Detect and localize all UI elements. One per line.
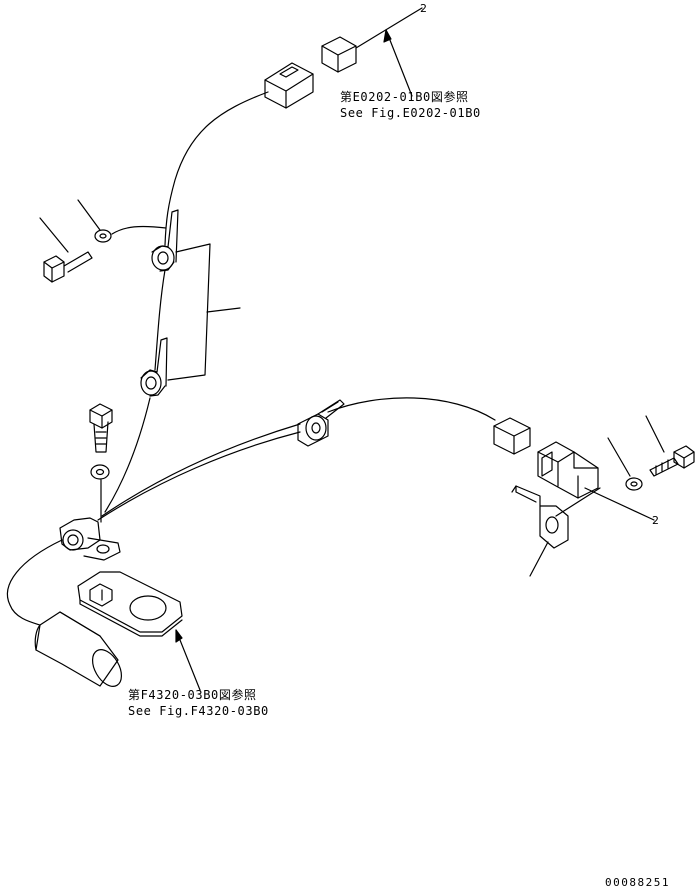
bolt-right xyxy=(649,445,695,477)
wire-bracket-to-connector xyxy=(555,487,601,517)
leader-bottom-arrow xyxy=(175,629,183,643)
bolt-upper xyxy=(43,251,93,283)
harness-long-right-2 xyxy=(101,423,301,517)
sensor-cylinder xyxy=(34,611,123,687)
tie-wire-upper xyxy=(111,225,167,235)
clip-bottom xyxy=(59,517,121,561)
callout-top-connector: 2 xyxy=(420,2,427,15)
harness-upper xyxy=(164,91,269,246)
connector-top-right xyxy=(321,36,357,73)
washer-right xyxy=(625,477,643,491)
leader-washer-right xyxy=(607,437,631,477)
leader-top-ref xyxy=(385,29,413,97)
bolt-middle xyxy=(89,403,113,453)
leader-bracket-right xyxy=(529,541,549,577)
wire-top-right xyxy=(355,7,423,49)
clip-group-bracket xyxy=(167,243,211,381)
clip-upper xyxy=(151,209,179,272)
reference-bottom-japanese: 第F4320-03B0図参照 xyxy=(128,688,257,702)
sleeve-middle xyxy=(297,399,345,447)
leader-top-arrow xyxy=(383,29,392,43)
harness-middle xyxy=(154,269,166,371)
reference-top-english: See Fig.E0202-01B0 xyxy=(340,106,481,120)
leader-bolt-right xyxy=(645,415,665,453)
harness-long-right xyxy=(97,431,301,521)
drawing-number: 00088251 xyxy=(605,876,670,889)
mounting-plate xyxy=(77,571,183,637)
leader-bolt-upper xyxy=(39,217,69,253)
connector-right-small xyxy=(493,417,531,455)
callout-right-connector: 2 xyxy=(652,514,659,527)
reference-top-japanese: 第E0202-01B0図参照 xyxy=(340,90,469,104)
connector-top-left xyxy=(264,62,314,109)
washer-upper xyxy=(94,229,112,243)
reference-bottom-english: See Fig.F4320-03B0 xyxy=(128,704,269,718)
connector-right-large xyxy=(537,441,599,499)
harness-to-right-connector xyxy=(327,397,496,421)
bracket-right xyxy=(511,485,569,549)
washer-middle xyxy=(90,464,110,480)
leader-washer-upper xyxy=(77,199,101,231)
clip-lower xyxy=(140,337,168,397)
leader-clip-group xyxy=(206,307,241,313)
harness-to-sensor xyxy=(6,539,63,626)
harness-lower xyxy=(104,397,151,513)
leader-right-ref xyxy=(584,487,655,521)
